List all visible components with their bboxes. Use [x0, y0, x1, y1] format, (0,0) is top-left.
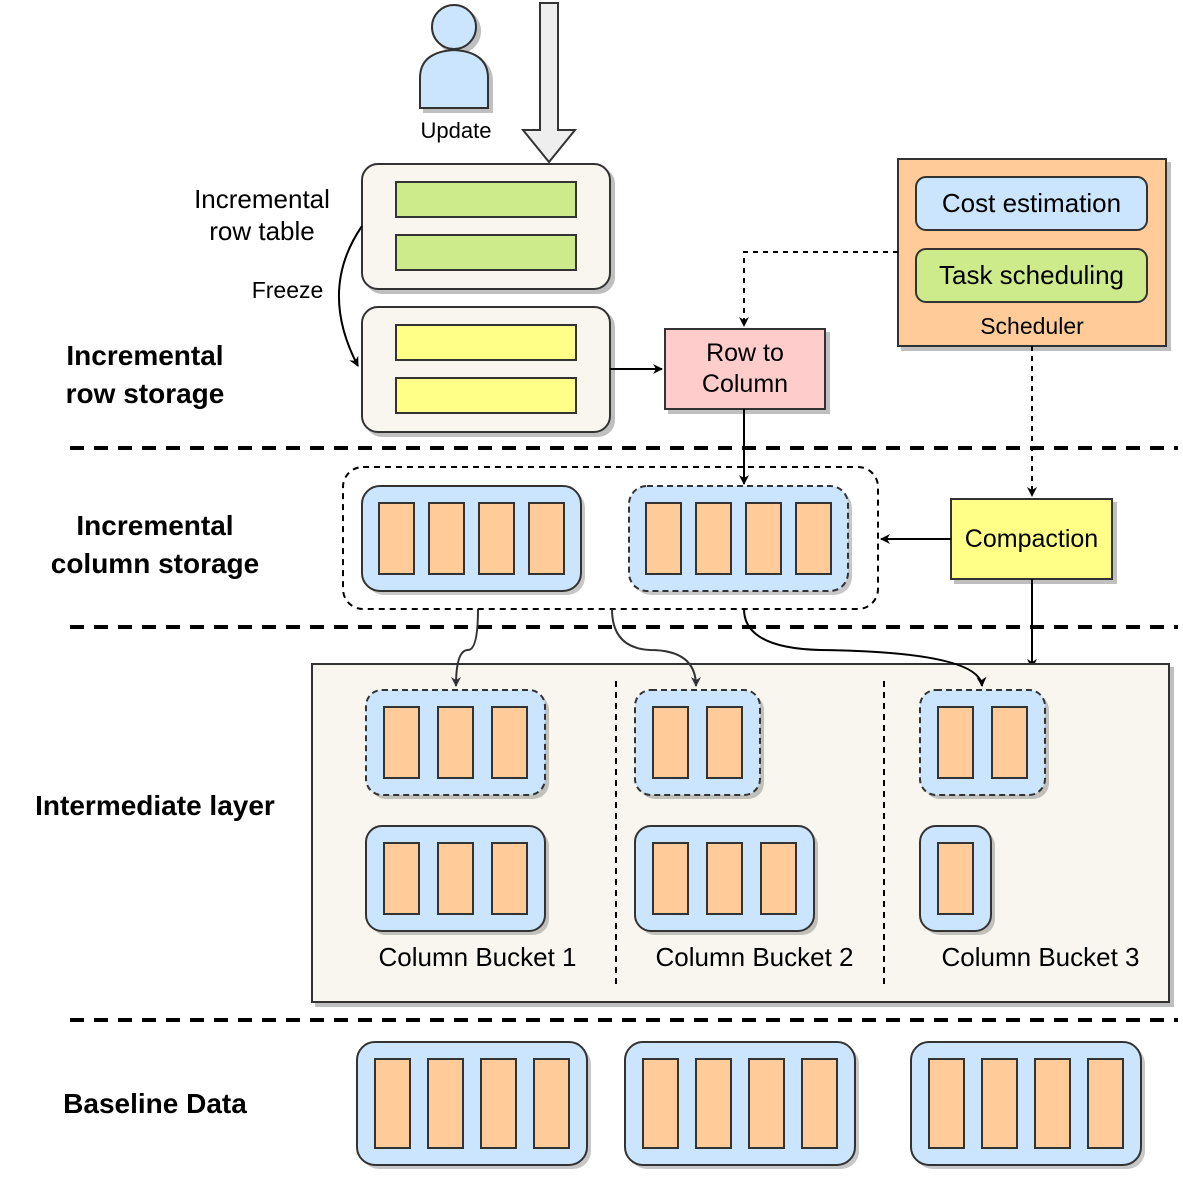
section-label-line: row storage [65, 378, 225, 409]
baseline-group [624, 1041, 859, 1169]
row-to-column-label: Row to Column [665, 329, 825, 409]
section-incremental-row-storage: Incremental row storage [20, 337, 270, 413]
column-block [378, 502, 415, 575]
row-table-label-line: Incremental [194, 184, 330, 214]
column-block [706, 706, 743, 779]
bucket-1-label: Column Bucket 1 [378, 942, 577, 972]
column-block [383, 706, 420, 779]
bucket-1-compacted-group [365, 825, 549, 935]
column-block [437, 842, 474, 915]
column-block [937, 842, 974, 915]
column-block [706, 842, 743, 915]
column-block [491, 842, 528, 915]
person-icon [419, 4, 489, 109]
section-label-line: Incremental [76, 510, 234, 541]
section-label-line: Incremental [66, 340, 224, 371]
bucket-3-new-group [919, 689, 1049, 799]
flow-to-bucket-1-arrow [451, 608, 479, 687]
column-block [795, 502, 832, 575]
column-block [478, 502, 515, 575]
column-block [748, 1058, 785, 1149]
bucket-2-new-group [634, 689, 764, 799]
column-block [928, 1058, 965, 1149]
column-block [991, 706, 1028, 779]
column-block [695, 1058, 732, 1149]
column-block [480, 1058, 517, 1149]
group-frame [910, 1041, 1142, 1166]
column-block [374, 1058, 411, 1149]
group-frame [628, 485, 849, 592]
frozen-row-record [395, 324, 577, 361]
column-block [533, 1058, 570, 1149]
task-scheduling-box [915, 248, 1148, 303]
column-block [801, 1058, 838, 1149]
actor-label: Update [420, 118, 492, 143]
column-block [937, 706, 974, 779]
task-scheduling-label: Task scheduling [939, 260, 1124, 290]
flow-to-bucket-2-arrow [611, 608, 701, 687]
row-to-column-label-line: Row to [706, 339, 784, 367]
column-block [760, 842, 797, 915]
row-table-label-line: row table [209, 216, 315, 246]
freeze-label: Freeze [251, 277, 324, 303]
compaction-label: Compaction [964, 524, 1099, 553]
bucket-2-compacted-group [634, 825, 818, 935]
flow-to-bucket-3-arrow [743, 608, 987, 687]
column-block [745, 502, 782, 575]
column-block [428, 502, 465, 575]
column-block [491, 706, 528, 779]
update-input-arrow [520, 2, 578, 164]
column-block [981, 1058, 1018, 1149]
row-to-column-box [664, 328, 826, 410]
group-frame [356, 1041, 588, 1166]
bucket-2-label: Column Bucket 2 [655, 942, 854, 972]
group-frame [624, 1041, 856, 1166]
scheduler-to-row-to-column-arrow [739, 251, 898, 327]
bucket-3-compacted-group [919, 825, 995, 935]
bucket-3-label: Column Bucket 3 [941, 942, 1140, 972]
frozen-row-record [395, 377, 577, 414]
row-table-label: Incremental row table [170, 183, 354, 247]
section-incremental-column-storage: Incremental column storage [20, 507, 290, 583]
column-block [652, 706, 689, 779]
scheduler-label: Scheduler [980, 312, 1084, 339]
section-baseline-data: Baseline Data [63, 1088, 247, 1119]
column-block [383, 842, 420, 915]
column-block [427, 1058, 464, 1149]
incremental-column-group [361, 485, 585, 595]
cost-estimation-label: Cost estimation [941, 188, 1122, 218]
column-block [437, 706, 474, 779]
bucket-1-new-group [365, 689, 549, 799]
column-block [652, 842, 689, 915]
freeze-arrow [337, 225, 363, 367]
section-label-line: column storage [50, 548, 260, 579]
column-block [1034, 1058, 1071, 1149]
column-block [528, 502, 565, 575]
section-intermediate-layer: Intermediate layer [35, 790, 275, 821]
column-block [1087, 1058, 1124, 1149]
baseline-group [910, 1041, 1145, 1169]
column-block [645, 502, 682, 575]
cost-estimation-box [915, 176, 1148, 231]
row-record [395, 181, 577, 218]
baseline-group [356, 1041, 591, 1169]
row-to-column-label-line: Column [701, 370, 789, 398]
frozen-column-group [628, 485, 852, 595]
row-record [395, 234, 577, 271]
column-block [695, 502, 732, 575]
group-frame [361, 485, 582, 592]
incremental-column-container [342, 466, 879, 610]
column-block [642, 1058, 679, 1149]
